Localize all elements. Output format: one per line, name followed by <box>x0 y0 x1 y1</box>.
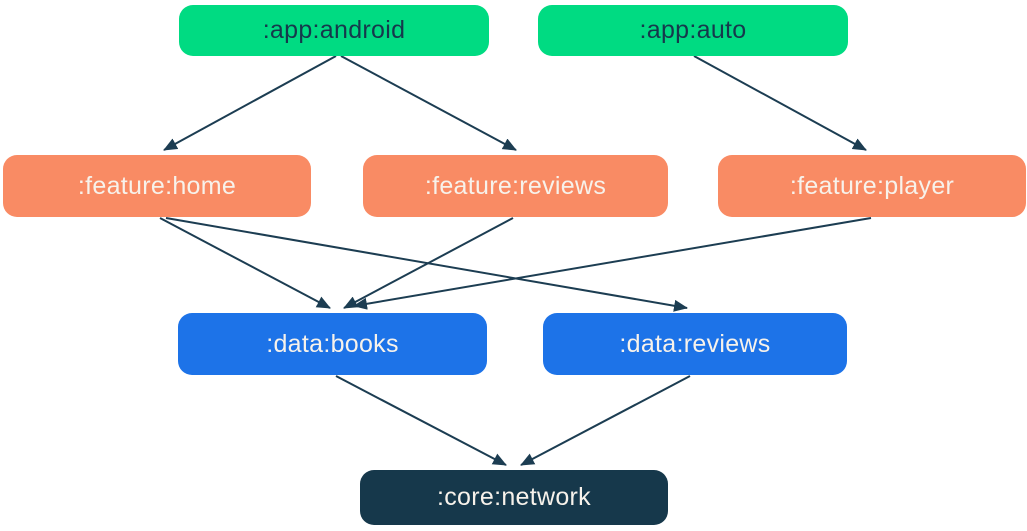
node-feature-player: :feature:player <box>718 155 1026 217</box>
edge-feature-home-to-data-books <box>159 217 331 309</box>
node-data-reviews: :data:reviews <box>543 313 847 375</box>
edge-app-android-to-feature-home <box>163 55 337 151</box>
node-core-network: :core:network <box>360 470 668 525</box>
edge-data-reviews-to-core-network <box>520 375 691 466</box>
edge-app-android-to-feature-reviews <box>340 55 517 151</box>
node-feature-home: :feature:home <box>3 155 311 217</box>
edge-app-auto-to-feature-player <box>693 55 867 151</box>
node-app-auto: :app:auto <box>538 5 848 56</box>
edge-feature-player-to-data-books <box>353 217 872 310</box>
node-app-android: :app:android <box>179 5 489 56</box>
node-data-books: :data:books <box>178 313 487 375</box>
edge-data-books-to-core-network <box>335 375 507 466</box>
edge-feature-home-to-data-reviews <box>165 217 688 312</box>
edge-feature-reviews-to-data-books <box>343 217 514 309</box>
node-feature-reviews: :feature:reviews <box>363 155 668 217</box>
